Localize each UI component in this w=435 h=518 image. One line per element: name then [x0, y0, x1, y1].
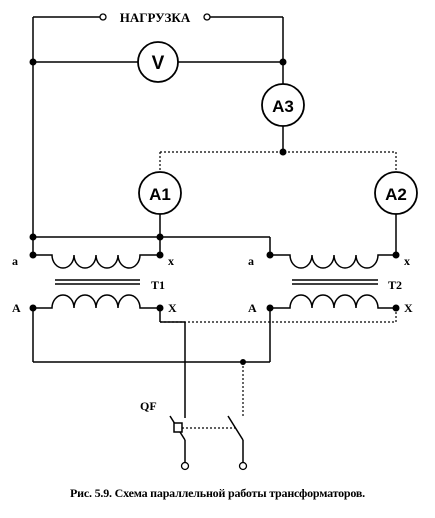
- breaker-contact-2: [227, 415, 244, 441]
- t2-a-high-label: A: [248, 301, 257, 315]
- meters: [137, 41, 418, 215]
- ammeter-a2-label: A2: [385, 185, 407, 204]
- t2-secondary-winding: [270, 254, 396, 269]
- dotted-wires: [159, 151, 397, 429]
- figure-caption: Рис. 5.9. Схема параллельной работы тран…: [70, 486, 365, 500]
- breaker-terminals: [180, 461, 248, 471]
- voltmeter-label: V: [152, 53, 165, 74]
- t1-primary-winding: [33, 294, 160, 309]
- load-terminals: [99, 13, 211, 21]
- t1-secondary-winding: [33, 254, 160, 269]
- junction-dots: [29, 58, 400, 365]
- t1-a-low-label: a: [12, 254, 18, 268]
- transformer-t1: [33, 254, 160, 309]
- breaker-latch: [173, 422, 183, 433]
- transformer-t2: [270, 254, 396, 309]
- t1-label: T1: [151, 278, 165, 292]
- t1-x-high-label: X: [168, 301, 177, 315]
- breaker-label: QF: [140, 399, 157, 413]
- ammeter-a1-label: A1: [149, 185, 171, 204]
- t2-x-high-label: X: [404, 301, 413, 315]
- t1-x-low-label: x: [168, 254, 174, 268]
- load-label: НАГРУЗКА: [120, 10, 191, 25]
- t2-label: T2: [388, 278, 402, 292]
- solid-wires: [32, 16, 397, 462]
- ammeter-a3: [261, 83, 305, 127]
- t2-primary-winding: [270, 294, 396, 309]
- breaker-qf: [169, 415, 244, 441]
- ammeter-a2: [374, 171, 418, 215]
- ammeter-a3-label: A3: [272, 97, 294, 116]
- t1-a-high-label: A: [12, 301, 21, 315]
- t2-x-low-label: x: [404, 254, 410, 268]
- ammeter-a1: [138, 171, 182, 215]
- t2-a-low-label: a: [248, 254, 254, 268]
- voltmeter: [137, 41, 179, 83]
